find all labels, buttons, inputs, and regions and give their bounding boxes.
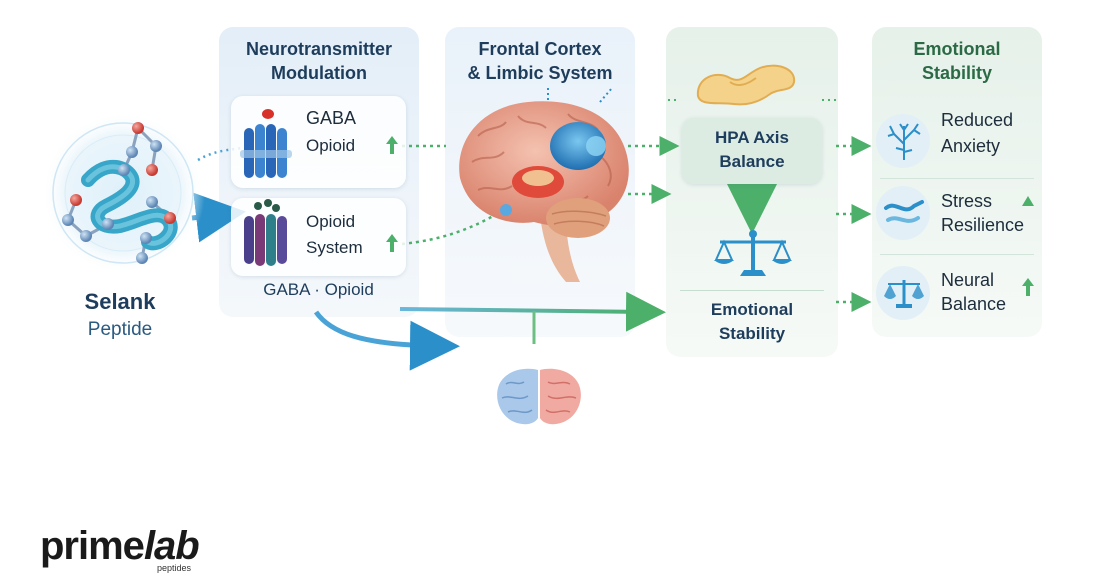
hpa-card2-line2: Stability bbox=[718, 324, 786, 343]
brand-sub: peptides bbox=[157, 563, 192, 573]
brand-lab: lab bbox=[143, 524, 200, 568]
opioid-card-line1: Opioid bbox=[306, 212, 356, 231]
brain-title-line2: & Limbic System bbox=[467, 63, 613, 83]
brain-icon bbox=[459, 101, 629, 282]
modulation-footer: GABA · Opioid bbox=[263, 280, 374, 299]
outcome-3-line2: Balance bbox=[941, 294, 1007, 314]
outcomes-title-line1: Emotional bbox=[913, 39, 1001, 59]
balance-scale-icon bbox=[884, 280, 924, 308]
selank-molecule-icon bbox=[41, 111, 205, 275]
gaba-card-line1: GABA bbox=[306, 108, 357, 128]
modulation-title-line1: Neurotransmitter bbox=[245, 39, 393, 59]
curved-blue-arrow bbox=[313, 310, 460, 371]
selank-title: Selank bbox=[84, 289, 156, 314]
scale-icon bbox=[714, 230, 792, 276]
outcome-1-line1: Reduced bbox=[941, 110, 1014, 130]
dotted-brain-up2 bbox=[599, 87, 613, 103]
opioid-receptor-icon bbox=[244, 199, 287, 266]
gaba-receptor-icon bbox=[240, 109, 292, 178]
brain-title-line1: Frontal Cortex bbox=[478, 39, 602, 59]
brand-prime: prime bbox=[40, 524, 145, 568]
outcome-divider bbox=[880, 254, 1034, 255]
hpa-card bbox=[682, 118, 822, 184]
dotted-opioid-brain bbox=[401, 210, 501, 246]
outcome-2-line2: Resilience bbox=[941, 215, 1025, 235]
stress-wave-icon bbox=[884, 200, 924, 223]
outcomes-title-line2: Stability bbox=[921, 63, 992, 83]
flow-line bbox=[399, 291, 666, 332]
gaba-card-line2: Opioid bbox=[306, 136, 356, 155]
modulation-title-line2: Modulation bbox=[271, 63, 367, 83]
hpa-gland-icon bbox=[696, 64, 796, 106]
outcome-2-line1: Stress bbox=[941, 191, 993, 211]
up-arrow-icon bbox=[386, 234, 398, 252]
selank-subtitle: Peptide bbox=[87, 319, 153, 340]
outcome-3-line1: Neural bbox=[941, 270, 995, 290]
opioid-card-line2: System bbox=[306, 238, 363, 257]
small-brain-icon bbox=[497, 368, 581, 425]
hpa-card-line1: HPA Axis bbox=[714, 128, 789, 147]
hpa-card2-line1: Emotional bbox=[710, 300, 794, 319]
outcome-divider bbox=[880, 178, 1034, 179]
outcome-icon-circle bbox=[876, 186, 930, 240]
up-arrow-icon bbox=[1022, 196, 1034, 206]
neuron-tree-icon bbox=[887, 123, 921, 160]
brand-logo: primelab bbox=[40, 524, 200, 568]
up-arrow-icon bbox=[386, 136, 398, 154]
hpa-card-line2: Balance bbox=[719, 152, 785, 171]
outcome-1-line2: Anxiety bbox=[941, 136, 1001, 156]
hpa-divider bbox=[680, 290, 824, 291]
up-arrow-icon bbox=[1022, 278, 1034, 296]
